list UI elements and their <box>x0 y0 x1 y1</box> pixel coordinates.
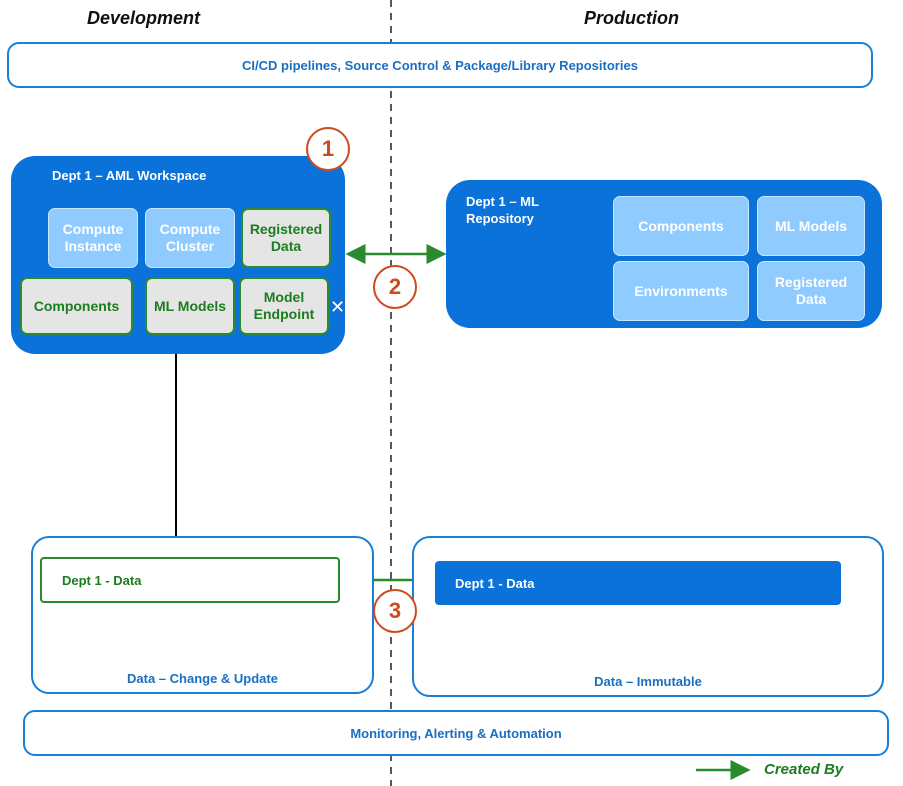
ml-repository-title: Dept 1 – ML Repository <box>466 194 539 226</box>
repo-registered-data-tile: Registered Data <box>757 261 865 321</box>
repo-environments-tile: Environments <box>613 261 749 321</box>
prod-data-label: Data – Immutable <box>594 674 702 689</box>
model-endpoint-tile: Model Endpoint <box>239 277 329 335</box>
compute-instance-tile: Compute Instance <box>48 208 138 268</box>
monitoring-bar: Monitoring, Alerting & Automation <box>23 710 889 756</box>
dev-data-label: Data – Change & Update <box>127 671 278 686</box>
repo-components-tile: Components <box>613 196 749 256</box>
cicd-bar: CI/CD pipelines, Source Control & Packag… <box>7 42 873 88</box>
dev-data-box: Dept 1 - Data <box>40 557 340 603</box>
prod-data-box: Dept 1 - Data <box>435 561 841 605</box>
production-header: Production <box>584 8 679 28</box>
legend-created-by: Created By <box>764 761 844 778</box>
endpoint-connector-icon: ✕ <box>330 297 346 317</box>
ml-models-tile: ML Models <box>145 277 235 335</box>
compute-cluster-tile: Compute Cluster <box>145 208 235 268</box>
aml-workspace-title: Dept 1 – AML Workspace <box>52 168 207 183</box>
registered-data-tile: Registered Data <box>241 208 331 268</box>
step-3-badge: 3 <box>373 589 417 633</box>
development-header: Development <box>87 8 201 28</box>
step-2-badge: 2 <box>373 265 417 309</box>
step-1-badge: 1 <box>306 127 350 171</box>
repo-ml-models-tile: ML Models <box>757 196 865 256</box>
components-tile: Components <box>20 277 133 335</box>
